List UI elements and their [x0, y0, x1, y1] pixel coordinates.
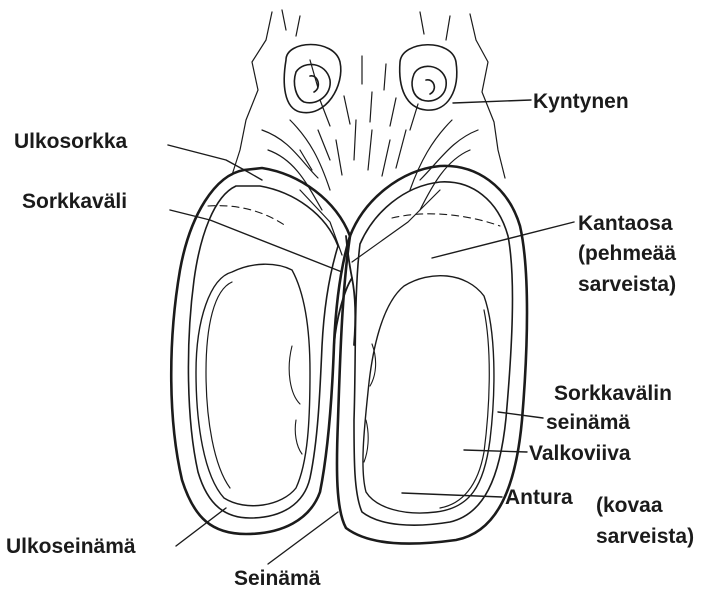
label-sorkkavali: Sorkkaväli [22, 189, 127, 214]
label-kantaosa-note-2: sarveista) [578, 272, 676, 297]
label-antura: Antura [505, 485, 573, 510]
left-claw [171, 168, 350, 534]
label-ulkoseinama: Ulkoseinämä [6, 534, 136, 559]
hair-texture [232, 10, 505, 262]
dewclaw-right [400, 45, 457, 110]
label-sorkkavalin-seinama-2: seinämä [546, 410, 630, 435]
label-antura-note-2: sarveista) [596, 524, 694, 549]
label-kantaosa: Kantaosa [578, 211, 673, 236]
label-sorkkavalin-seinama-1: Sorkkavälin [554, 381, 672, 406]
right-claw [337, 166, 527, 544]
label-kyntynen: Kyntynen [533, 89, 629, 114]
label-ulkosorkka: Ulkosorkka [14, 129, 127, 154]
label-seinama: Seinämä [234, 566, 320, 591]
label-antura-note-1: (kovaa [596, 493, 663, 518]
label-valkoviiva: Valkoviiva [529, 441, 631, 466]
dewclaw-left [284, 45, 341, 113]
label-kantaosa-note-1: (pehmeää [578, 241, 676, 266]
